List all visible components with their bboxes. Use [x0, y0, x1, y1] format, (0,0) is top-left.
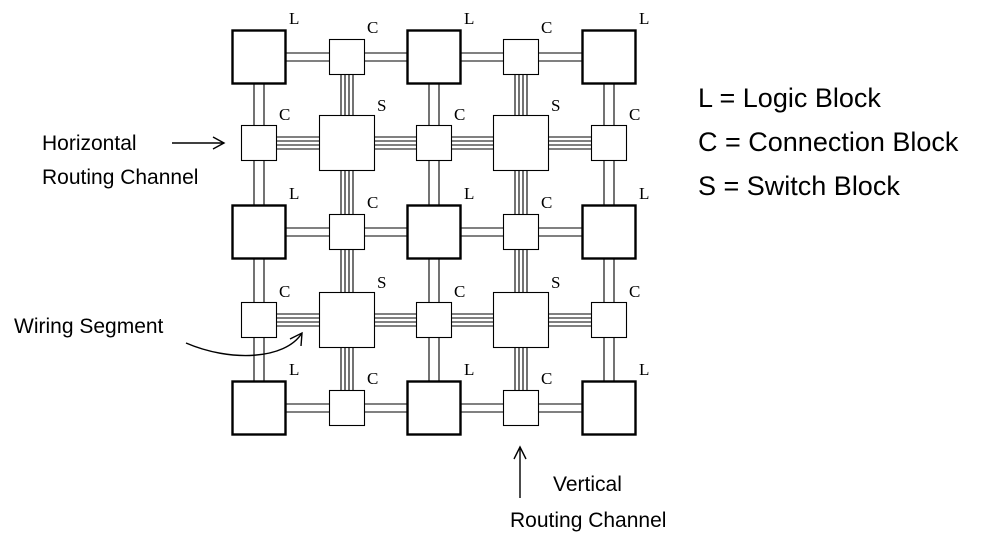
switch-block [492, 291, 550, 349]
connection-block-letter: C [541, 193, 552, 212]
connection-block [240, 124, 278, 162]
horizontal-routing-channel-label-line1: Horizontal [42, 132, 137, 155]
connection-block [328, 38, 366, 76]
connection-block-letter: C [454, 282, 465, 301]
connection-block-letter: C [279, 105, 290, 124]
switch-block [318, 291, 376, 349]
logic-block-letter: L [464, 9, 474, 28]
logic-block-letter: L [639, 360, 649, 379]
connection-block [590, 124, 628, 162]
switch-block-letter: S [377, 273, 386, 292]
vertical-routing-channel-label-line2: Routing Channel [510, 509, 666, 532]
logic-block [231, 380, 287, 436]
wiring-segment-arrow-curve [185, 332, 303, 357]
connection-block [502, 38, 540, 76]
legend-connection-block: C = Connection Block [698, 127, 959, 157]
connection-block-letter: C [367, 18, 378, 37]
legend: L = Logic Block C = Connection Block S =… [698, 83, 959, 201]
wiring-segment-annotation: Wiring Segment [14, 315, 303, 357]
horizontal-channel-arrow-head [212, 136, 226, 150]
vertical-routing-channel-annotation: Vertical Routing Channel [510, 445, 666, 532]
logic-block [406, 204, 462, 260]
logic-block-letter: L [289, 360, 299, 379]
logic-block-letter: L [464, 184, 474, 203]
horizontal-routing-channel-label-line2: Routing Channel [42, 166, 198, 189]
logic-block [406, 29, 462, 85]
logic-block [231, 204, 287, 260]
logic-block-letter: L [289, 9, 299, 28]
logic-block [231, 29, 287, 85]
switch-block-letter: S [377, 96, 386, 115]
vertical-channel-arrow-head [513, 445, 527, 460]
connection-block [415, 301, 453, 339]
connection-block-letter: C [367, 193, 378, 212]
wiring-segment-label: Wiring Segment [14, 315, 164, 338]
legend-switch-block: S = Switch Block [698, 171, 900, 201]
connection-block [415, 124, 453, 162]
logic-block [581, 29, 637, 85]
logic-block-letter: L [639, 9, 649, 28]
connection-block-letter: C [367, 369, 378, 388]
logic-block [406, 380, 462, 436]
switch-block [492, 114, 550, 172]
block-labels: L L L L L L L L L C C C C C C C C C C C C S S S S [279, 9, 649, 388]
connection-block [502, 389, 540, 427]
switch-block-letter: S [551, 273, 560, 292]
logic-block [581, 204, 637, 260]
legend-logic-block: L = Logic Block [698, 83, 881, 113]
switch-block-letter: S [551, 96, 560, 115]
connection-block-letter: C [629, 105, 640, 124]
connection-block-letter: C [541, 369, 552, 388]
connection-block [328, 389, 366, 427]
vertical-routing-channel-label-line1: Vertical [553, 473, 622, 496]
connection-block-letter: C [454, 105, 465, 124]
connection-block [502, 213, 540, 251]
logic-block-letter: L [464, 360, 474, 379]
connection-block [590, 301, 628, 339]
connection-block-letter: C [629, 282, 640, 301]
connection-block-letter: C [541, 18, 552, 37]
logic-block [581, 380, 637, 436]
connection-block-letter: C [279, 282, 290, 301]
wiring-segment-arrow-head [289, 331, 303, 347]
connection-block [328, 213, 366, 251]
connection-block [240, 301, 278, 339]
horizontal-routing-channel-annotation: Horizontal Routing Channel [42, 132, 226, 189]
logic-block-letter: L [289, 184, 299, 203]
routing-blocks [231, 29, 637, 436]
logic-block-letter: L [639, 184, 649, 203]
switch-block [318, 114, 376, 172]
